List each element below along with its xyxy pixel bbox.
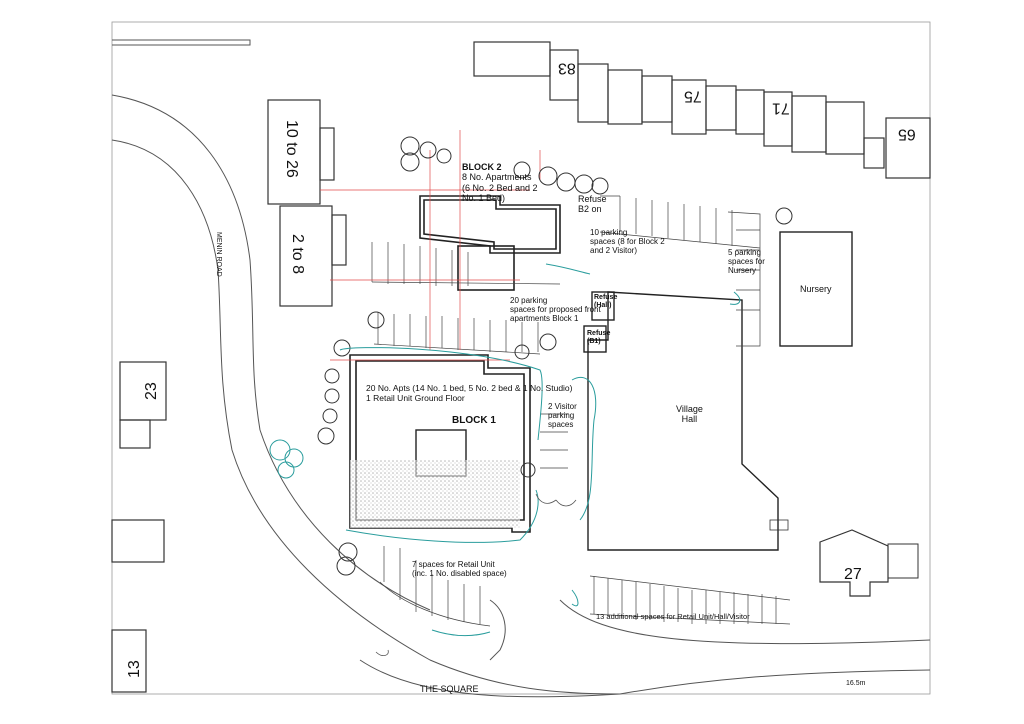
parking-20-label: 20 parking spaces for proposed front apa… bbox=[510, 296, 601, 324]
scale-label: 16.5m bbox=[846, 680, 866, 687]
retail-line1: 7 spaces for Retail Unit bbox=[412, 560, 495, 569]
top-terrace bbox=[473, 41, 931, 179]
trees bbox=[317, 136, 793, 576]
parking-10-line2: spaces (8 for Block 2 bbox=[590, 237, 665, 247]
house-number-10-to-26: 10 to 26 bbox=[283, 120, 300, 178]
refuse-b1-line1: Refuse bbox=[587, 330, 611, 337]
sheet-border bbox=[111, 21, 931, 695]
house-number-2-to-8: 2 to 8 bbox=[289, 234, 306, 275]
parking-10-label: 10 parking spaces (8 for Block 2 and 2 V… bbox=[590, 228, 665, 256]
refuse-hall-line2: (Hall) bbox=[594, 302, 612, 310]
the-square-label: THE SQUARE bbox=[420, 684, 479, 694]
house-number-71: 71 bbox=[772, 99, 790, 117]
block2-outline bbox=[419, 195, 561, 291]
parking-bays bbox=[371, 195, 791, 627]
refuse-hall-line1: Refuse bbox=[594, 294, 618, 301]
house-number-27: 27 bbox=[844, 566, 862, 583]
village-hall-label: Village Hall bbox=[676, 404, 703, 425]
parking-5-line1: 5 parking bbox=[728, 248, 761, 257]
refuse-b2-line1: Refuse bbox=[578, 194, 607, 204]
village-hall-line2: Hall bbox=[681, 414, 698, 425]
refuse-b2-label: Refuse B2 on bbox=[578, 194, 607, 215]
existing-blocks-left bbox=[267, 99, 347, 307]
refuse-b1-line2: (B1) bbox=[587, 338, 601, 346]
refuse-hall-label: Refuse (Hall) bbox=[594, 294, 617, 310]
retail-line2: (inc. 1 No. disabled space) bbox=[412, 569, 507, 579]
house-number-65: 65 bbox=[898, 125, 916, 143]
house-number-13: 13 bbox=[126, 660, 143, 678]
village-hall-line1: Village bbox=[676, 404, 703, 414]
nursery-outline bbox=[779, 231, 853, 347]
refuse-b2-line2: B2 on bbox=[578, 204, 602, 215]
house-number-75: 75 bbox=[684, 87, 702, 105]
houses-left bbox=[111, 361, 167, 693]
dimension-lines bbox=[320, 130, 541, 361]
block1-desc: 20 No. Apts (14 No. 1 bed, 5 No. 2 bed &… bbox=[366, 383, 573, 404]
menin-road bbox=[111, 39, 621, 695]
parking-5-label: 5 parking spaces for Nursery bbox=[728, 248, 765, 276]
block1-outline bbox=[349, 354, 531, 533]
visitor-line1: 2 Visitor bbox=[548, 402, 577, 411]
visitor-parking-label: 2 Visitor parking spaces bbox=[548, 402, 577, 430]
parking-10-line3: and 2 Visitor) bbox=[590, 246, 637, 256]
block2-title: BLOCK 2 bbox=[462, 162, 502, 172]
additional-parking-label: 13 additional spaces for Retail Unit/Hal… bbox=[596, 612, 750, 621]
gates bbox=[375, 493, 577, 656]
parking-20-line1: 20 parking bbox=[510, 296, 548, 305]
refuse-b1-label: Refuse (B1) bbox=[587, 330, 610, 346]
nursery-label: Nursery bbox=[800, 284, 832, 294]
parking-5-line2: spaces for bbox=[728, 257, 765, 267]
parking-5-line3: Nursery bbox=[728, 266, 757, 276]
block2-label: BLOCK 2 8 No. Apartments (6 No. 2 Bed an… bbox=[462, 162, 538, 203]
block2-desc-line3: No. 1 Bed) bbox=[462, 193, 506, 204]
block1-desc-line2: 1 Retail Unit Ground Floor bbox=[366, 392, 465, 403]
block2-desc-line1: 8 No. Apartments bbox=[462, 172, 532, 183]
village-hall-outline bbox=[583, 291, 779, 551]
block1-desc-line1: 20 No. Apts (14 No. 1 bed, 5 No. 2 bed &… bbox=[366, 383, 573, 393]
visitor-line2: parking bbox=[548, 411, 575, 421]
block1-title: BLOCK 1 bbox=[452, 415, 496, 426]
landscaping bbox=[269, 263, 741, 637]
menin-road-label: MENIN ROAD bbox=[215, 232, 222, 277]
parking-20-line3: apartments Block 1 bbox=[510, 314, 579, 324]
visitor-line3: spaces bbox=[548, 420, 574, 430]
house-number-83: 83 bbox=[558, 59, 576, 77]
retail-parking-label: 7 spaces for Retail Unit (inc. 1 No. dis… bbox=[412, 560, 507, 578]
the-square-road bbox=[359, 599, 931, 698]
block2-desc-line2: (6 No. 2 Bed and 2 bbox=[462, 182, 538, 193]
house-27-outline bbox=[819, 529, 889, 597]
parking-10-line1: 10 parking bbox=[590, 228, 628, 237]
house-number-23: 23 bbox=[143, 382, 160, 400]
parking-20-line2: spaces for proposed front bbox=[510, 305, 601, 315]
